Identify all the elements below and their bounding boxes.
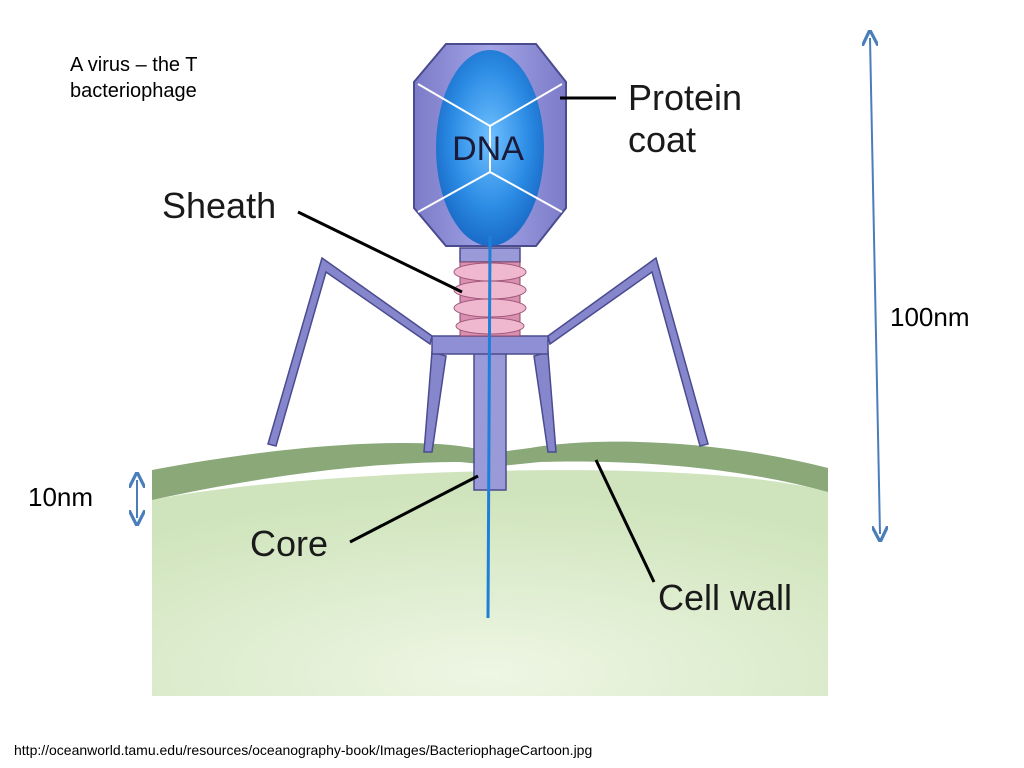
slide-title-line-1: A virus – the T: [70, 54, 198, 76]
leader-lines: [297, 96, 656, 583]
cytoplasm: [152, 470, 828, 696]
source-url: http://oceanworld.tamu.edu/resources/oce…: [14, 742, 593, 758]
slide-title: A virus – the T bacteriophage: [70, 52, 197, 104]
cell-wall: [152, 441, 828, 500]
sheath-label: Sheath: [162, 185, 276, 226]
protein-coat-label-line-2: coat: [628, 119, 696, 160]
protein-coat-label-line-1: Protein: [628, 77, 742, 118]
slide-title-line-2: bacteriophage: [70, 80, 197, 102]
height-dimension-label: 100nm: [890, 302, 970, 332]
height-dimension-arrow: [870, 38, 880, 534]
cell-wall-label: Cell wall: [658, 577, 792, 618]
capsid: [413, 43, 567, 247]
wall-dimension-label: 10nm: [28, 482, 94, 512]
core-label: Core: [250, 523, 328, 564]
dna-label: DNA: [452, 130, 524, 168]
dna-strand: [486, 235, 492, 619]
